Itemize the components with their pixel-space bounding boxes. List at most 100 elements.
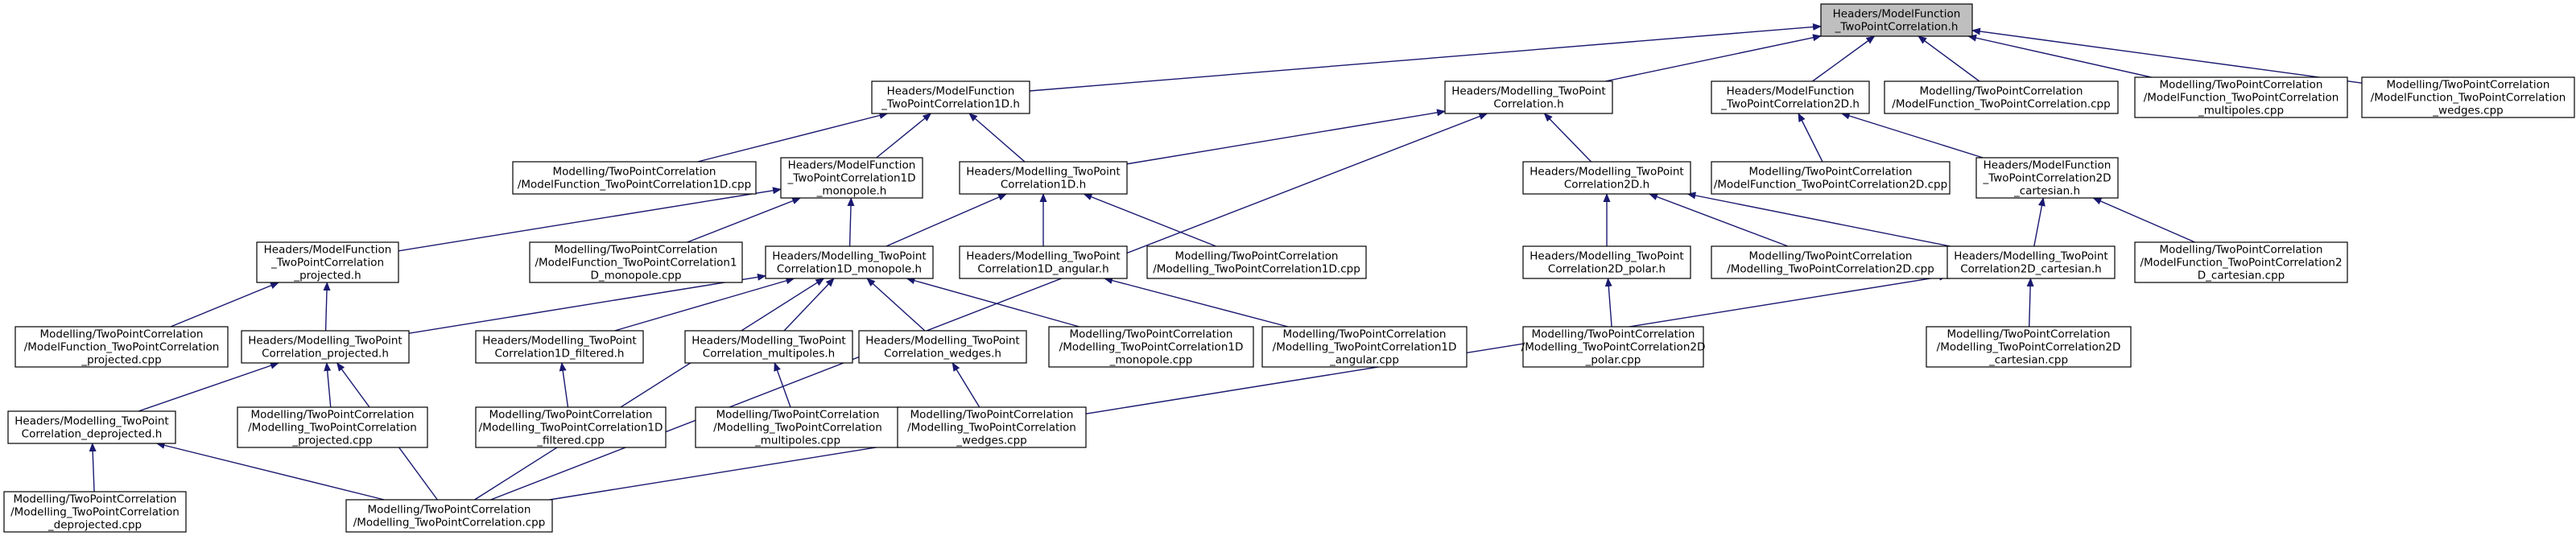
node-label-line: Correlation_projected.h [262, 348, 389, 361]
edge-m1dang_cpp-to-m1dang [1104, 277, 1289, 328]
edge-m2dcart_cpp-to-m2dcart [2026, 278, 2034, 328]
node-label-line: Correlation_multipoles.h [703, 348, 835, 361]
node-m2dpol[interactable]: Headers/Modelling_TwoPointCorrelation2D_… [1522, 245, 1691, 279]
node-label-line: D_monopole.cpp [590, 270, 681, 282]
node-m1d_cpp[interactable]: Modelling/TwoPointCorrelation/Modelling_… [1146, 245, 1367, 279]
node-label-line: Correlation2D_polar.h [1548, 263, 1666, 276]
node-mf2dcart[interactable]: Headers/ModelFunction_TwoPointCorrelatio… [1975, 157, 2119, 199]
node-mf1d_cpp[interactable]: Modelling/TwoPointCorrelation/ModelFunct… [512, 161, 757, 195]
edge-wedg_cpp-to-root [1971, 27, 2363, 84]
node-label-line: Modelling/TwoPointCorrelation [716, 409, 880, 422]
node-mf1d[interactable]: Headers/ModelFunction_TwoPointCorrelatio… [871, 80, 1030, 114]
node-mproj[interactable]: Headers/Modelling_TwoPointCorrelation_pr… [241, 330, 410, 364]
node-m1dang[interactable]: Headers/Modelling_TwoPointCorrelation1D_… [959, 245, 1128, 279]
node-label-line: Modelling/TwoPointCorrelation [910, 409, 1074, 422]
node-label-line: /Modelling_TwoPointCorrelation [713, 422, 882, 435]
node-label-line: Modelling/TwoPointCorrelation [14, 493, 177, 506]
node-label-line: _TwoPointCorrelation1D [786, 172, 915, 185]
node-label-line: /ModelFunction_TwoPointCorrelation1 [535, 257, 737, 270]
node-label-line: Headers/ModelFunction [1984, 159, 2112, 172]
edge-mdeproj-to-mproj [138, 362, 279, 412]
node-mf2dcart_cpp[interactable]: Modelling/TwoPointCorrelation/ModelFunct… [2134, 241, 2348, 283]
node-box [1946, 245, 2116, 279]
node-m1dmono_cpp[interactable]: Modelling/TwoPointCorrelation/Modelling_… [1048, 326, 1254, 368]
node-mproj_cpp[interactable]: Modelling/TwoPointCorrelation/Modelling_… [237, 406, 428, 448]
node-label-line: /ModelFunction_TwoPointCorrelation2 [2140, 257, 2342, 270]
node-label-line: /ModelFunction_TwoPointCorrelation1D.cpp [518, 179, 751, 192]
node-box [1926, 326, 2132, 368]
node-mftpc_cpp[interactable]: Modelling/TwoPointCorrelation/ModelFunct… [1884, 80, 2119, 114]
node-label-line: Headers/ModelFunction [1727, 85, 1855, 98]
node-box [475, 330, 644, 364]
node-label-line: Headers/ModelFunction [788, 159, 916, 172]
node-box [684, 330, 853, 364]
node-mwedg[interactable]: Headers/Modelling_TwoPointCorrelation_we… [858, 330, 1027, 364]
node-m1dfilt_cpp[interactable]: Modelling/TwoPointCorrelation/Modelling_… [475, 406, 667, 448]
node-m1dang_cpp[interactable]: Modelling/TwoPointCorrelation/Modelling_… [1261, 326, 1468, 368]
node-mf1dmono_cpp[interactable]: Modelling/TwoPointCorrelation/ModelFunct… [529, 241, 743, 283]
node-label-line: _cartesian.h [2013, 185, 2080, 198]
node-box [959, 161, 1128, 195]
node-mf2d_cpp[interactable]: Modelling/TwoPointCorrelation/ModelFunct… [1711, 161, 1951, 195]
node-m2d[interactable]: Headers/Modelling_TwoPointCorrelation2D.… [1522, 161, 1691, 195]
edge-mtpc_cpp-to-mdeproj [155, 442, 385, 501]
node-label-line: Correlation1D_filtered.h [494, 348, 624, 361]
node-m1dmono[interactable]: Headers/Modelling_TwoPointCorrelation1D_… [765, 245, 934, 279]
node-box [475, 406, 667, 448]
node-label-line: Modelling/TwoPointCorrelation [251, 409, 415, 422]
node-label-line: /Modelling_TwoPointCorrelation2D [1937, 341, 2121, 354]
node-m1d[interactable]: Headers/Modelling_TwoPointCorrelation1D.… [959, 161, 1128, 195]
node-box [2134, 76, 2348, 118]
node-label-line: Headers/ModelFunction [1833, 8, 1961, 21]
node-mmult[interactable]: Headers/Modelling_TwoPointCorrelation_mu… [684, 330, 853, 364]
node-mtpc_cpp[interactable]: Modelling/TwoPointCorrelation/Modelling_… [345, 499, 553, 533]
node-mwedg_cpp[interactable]: Modelling/TwoPointCorrelation/Modelling_… [897, 406, 1087, 448]
node-mdeproj[interactable]: Headers/Modelling_TwoPointCorrelation_de… [7, 410, 176, 444]
node-label-line: Headers/Modelling_TwoPoint [691, 335, 845, 348]
node-label-line: Modelling/TwoPointCorrelation [489, 409, 653, 422]
node-box [529, 241, 743, 283]
node-label-line: /Modelling_TwoPointCorrelation1D [479, 422, 663, 435]
node-mdeproj_cpp[interactable]: Modelling/TwoPointCorrelation/Modelling_… [3, 491, 187, 533]
edge-mfproj_cpp-to-mfproj [170, 282, 279, 328]
node-label-line: /ModelFunction_TwoPointCorrelation [2371, 92, 2566, 105]
node-box [780, 157, 923, 199]
edge-mf1dmono_cpp-to-mf1dmono [687, 197, 802, 243]
node-box [1711, 80, 1870, 114]
node-mf2d[interactable]: Headers/ModelFunction_TwoPointCorrelatio… [1711, 80, 1870, 114]
edge-mf1d-to-root [1029, 23, 1822, 92]
node-box [897, 406, 1087, 448]
node-label-line: _wedges.cpp [2432, 105, 2503, 117]
node-label-line: Modelling/TwoPointCorrelation [40, 328, 204, 341]
node-m2dcart_cpp[interactable]: Modelling/TwoPointCorrelation/Modelling_… [1926, 326, 2132, 368]
node-wedg_cpp[interactable]: Modelling/TwoPointCorrelation/ModelFunct… [2361, 76, 2575, 118]
node-mult_cpp[interactable]: Modelling/TwoPointCorrelation/ModelFunct… [2134, 76, 2348, 118]
edge-m1dmono-to-m1d [886, 193, 1008, 247]
edge-mf2dcart_cpp-to-mf2dcart [2092, 197, 2195, 243]
node-label-line: _multipoles.cpp [754, 435, 840, 447]
node-label-line: Headers/Modelling_TwoPoint [772, 250, 926, 263]
node-mtpc[interactable]: Headers/Modelling_TwoPointCorrelation.h [1444, 80, 1613, 114]
node-box [256, 241, 399, 283]
edge-m1d-to-mf1d [968, 113, 1026, 163]
node-mfproj_cpp[interactable]: Modelling/TwoPointCorrelation/ModelFunct… [14, 326, 229, 368]
node-mmult_cpp[interactable]: Modelling/TwoPointCorrelation/Modelling_… [695, 406, 901, 448]
node-root[interactable]: Headers/ModelFunction_TwoPointCorrelatio… [1820, 3, 1973, 37]
edge-m2d-to-mtpc [1543, 113, 1592, 163]
edge-mtpc_cpp-to-m1dmono [474, 278, 825, 501]
node-mf1dmono[interactable]: Headers/ModelFunction_TwoPointCorrelatio… [780, 157, 923, 199]
node-label-line: Headers/ModelFunction [887, 85, 1015, 98]
edge-m1d-to-mtpc [1126, 109, 1446, 165]
edge-mtpc-to-root [1605, 34, 1822, 82]
node-m2dcart[interactable]: Headers/Modelling_TwoPointCorrelation2D_… [1946, 245, 2116, 279]
edge-m2dpol_cpp-to-m2dpol [1604, 278, 1612, 328]
node-m2dpol_cpp[interactable]: Modelling/TwoPointCorrelation/Modelling_… [1521, 326, 1706, 368]
edge-m2dcart-to-m2d [1686, 192, 1951, 247]
node-label-line: Modelling/TwoPointCorrelation [555, 244, 718, 257]
edge-m1d_cpp-to-m1d [1083, 193, 1216, 247]
node-m1dfilt[interactable]: Headers/Modelling_TwoPointCorrelation1D_… [475, 330, 644, 364]
node-m2d_cpp[interactable]: Modelling/TwoPointCorrelation/Modelling_… [1711, 245, 1951, 279]
node-mfproj[interactable]: Headers/ModelFunction_TwoPointCorrelatio… [256, 241, 399, 283]
node-label-line: /ModelFunction_TwoPointCorrelation [2144, 92, 2339, 105]
node-label-line: Modelling/TwoPointCorrelation [1532, 328, 1695, 341]
